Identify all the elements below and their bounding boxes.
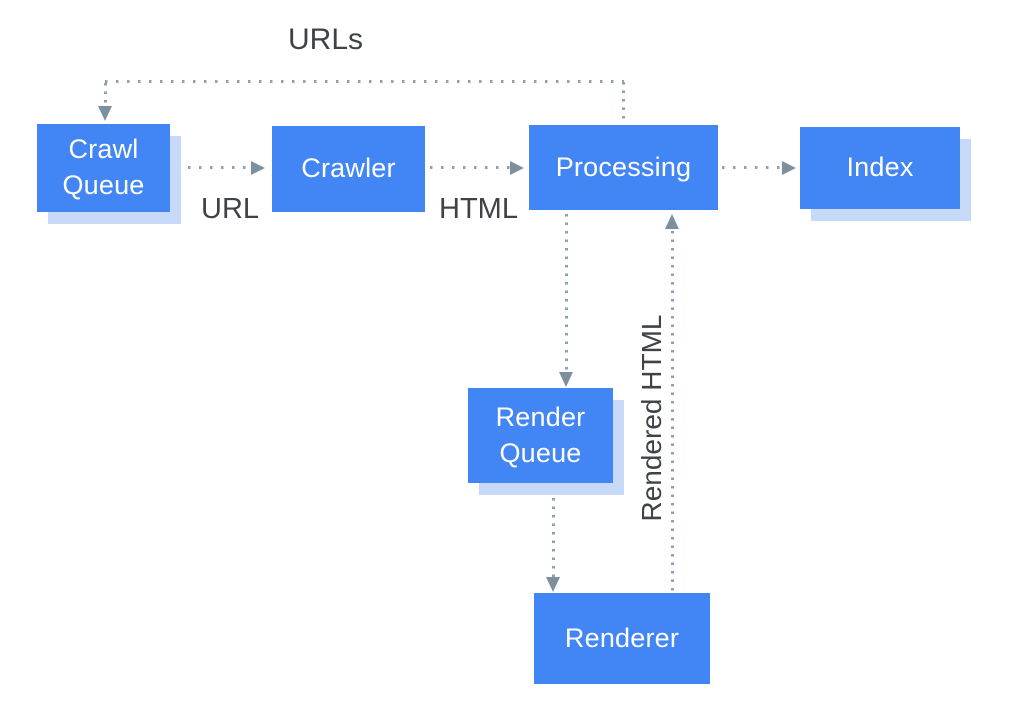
node-crawl-queue: Crawl Queue — [37, 124, 170, 212]
node-processing: Processing — [529, 125, 718, 210]
node-render-queue: Render Queue — [468, 388, 613, 483]
edge-label-html: HTML — [439, 193, 518, 225]
arrowhead-into-crawl-queue — [98, 106, 112, 121]
node-renderer-label: Renderer — [564, 622, 680, 653]
arrowhead-into-index — [782, 161, 796, 175]
edge-label-rendered-html: Rendered HTML — [636, 314, 667, 522]
edge-processing-index — [722, 166, 782, 169]
arrowhead-into-renderer — [546, 577, 560, 592]
edge-crawler-processing — [430, 166, 510, 169]
edge-processing-crawlqueue-horizontal — [105, 80, 624, 83]
arrowhead-into-processing — [510, 161, 524, 175]
node-crawl-queue-label: Crawl Queue — [62, 134, 145, 200]
node-renderer: Renderer — [534, 593, 710, 684]
edge-label-url: URL — [201, 193, 260, 225]
node-processing-label: Processing — [555, 151, 692, 182]
node-crawler: Crawler — [272, 126, 425, 212]
arrowhead-into-processing-bottom — [665, 214, 679, 229]
edge-processing-renderqueue — [565, 214, 568, 372]
edge-renderqueue-renderer — [552, 498, 555, 577]
edge-processing-crawlqueue-vertical-left — [104, 83, 107, 106]
arrowhead-into-crawler — [251, 161, 265, 175]
edge-crawlqueue-crawler — [177, 166, 251, 169]
node-render-queue-label: Render Queue — [495, 401, 586, 468]
edge-processing-crawlqueue-vertical-right — [622, 82, 625, 124]
arrowhead-into-render-queue — [559, 372, 573, 387]
node-crawler-label: Crawler — [301, 153, 396, 184]
edge-label-urls: URLs — [288, 23, 364, 56]
node-index: Index — [800, 127, 960, 209]
edge-renderer-processing — [671, 231, 674, 593]
node-index-label: Index — [846, 152, 914, 183]
